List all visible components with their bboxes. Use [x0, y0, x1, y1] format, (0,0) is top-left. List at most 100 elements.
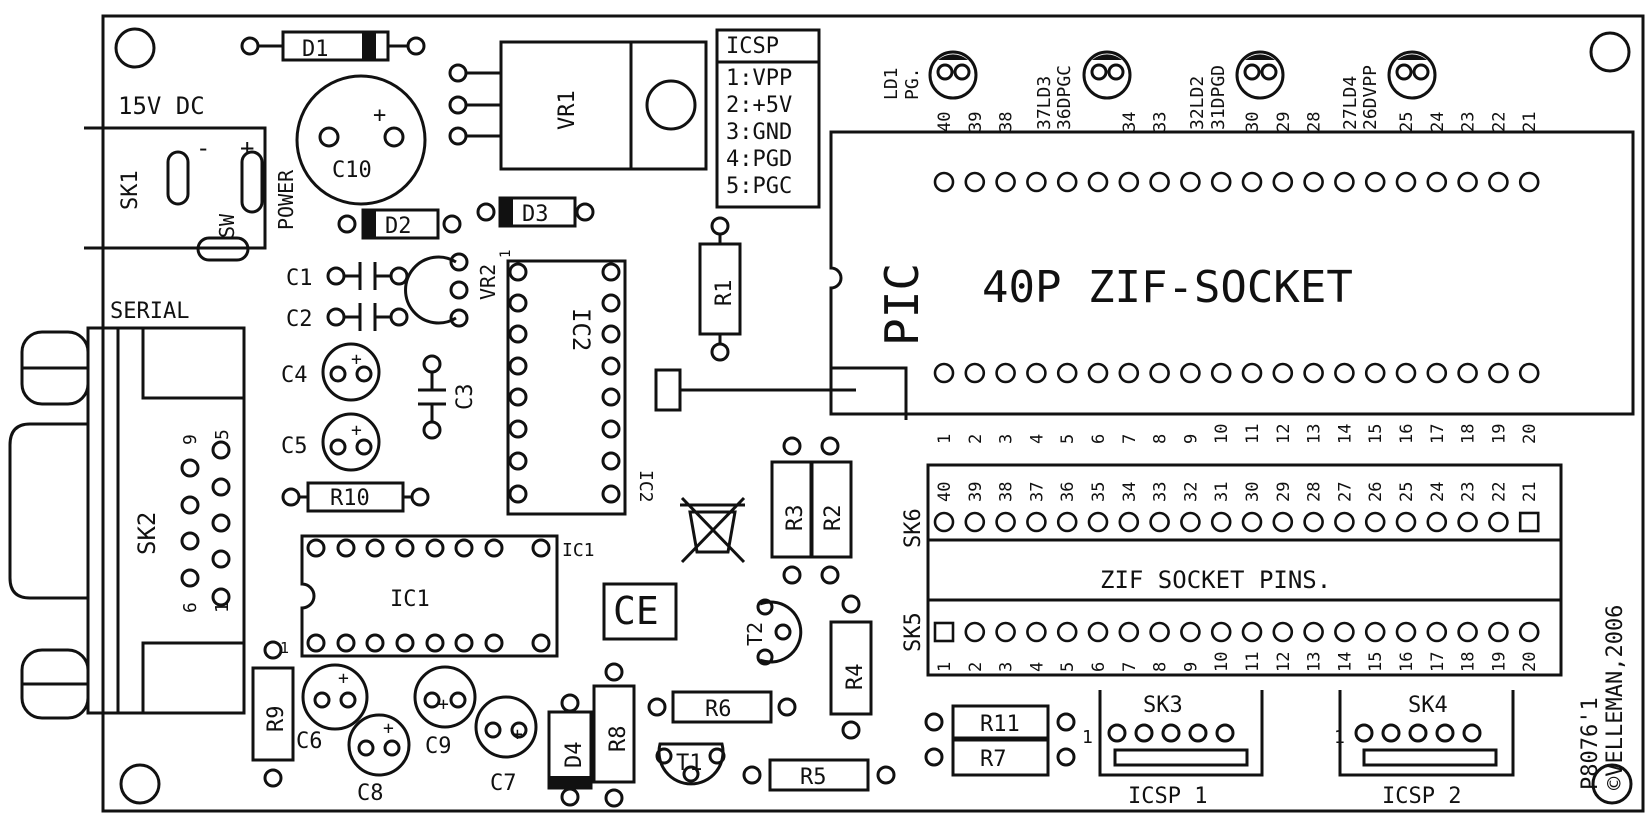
r11-resistor: [924, 704, 1076, 740]
zif-top-pad: [1241, 171, 1263, 193]
ic1-chip: [300, 534, 559, 658]
sk6-label: SK6: [901, 508, 926, 548]
zif-top-pad: [995, 171, 1016, 193]
vr2-label: VR2: [476, 264, 500, 300]
zif-top-pad: [1026, 171, 1047, 193]
sk6-pin-number: 30: [1243, 482, 1263, 502]
t2-label: T2: [743, 622, 767, 646]
c4-capacitor: [321, 342, 381, 402]
c7-label: C7: [490, 771, 517, 796]
sk6-pad: [1488, 511, 1509, 533]
serial-label: SERIAL: [110, 299, 189, 324]
zif-bottom-pin-number: 18: [1459, 424, 1479, 444]
zif-top-pad: [1056, 171, 1078, 193]
icsp-row-5: 5:PGC: [726, 174, 792, 199]
zif-top-pad: [1210, 171, 1232, 193]
zif-bottom-pad: [1457, 362, 1478, 384]
c6-capacitor: [301, 663, 369, 731]
r11-label: R11: [980, 712, 1020, 737]
sk5-pin-number: 10: [1212, 652, 1232, 672]
zif-top-pin-number: 29: [1274, 112, 1294, 132]
db9-pin1: 1: [212, 602, 233, 613]
sk5-pad: [1426, 621, 1448, 643]
zif-bottom-pin-number: 12: [1274, 424, 1294, 444]
sk4-header: [1338, 690, 1515, 777]
led-ld4: [1387, 50, 1437, 100]
c3-capacitor: [418, 354, 446, 440]
r5-resistor: [742, 758, 896, 792]
ld3-label: 37LD3: [1034, 76, 1055, 130]
r10-resistor: [281, 481, 430, 513]
sk6-pin-number: 39: [966, 482, 986, 502]
zif-bottom-pad: [1056, 362, 1078, 384]
sk5-pad: [1457, 621, 1478, 643]
d4-label: D4: [562, 742, 587, 769]
zif-top-pin-number: 24: [1428, 112, 1448, 132]
d1-label: D1: [302, 37, 329, 62]
c9-capacitor: [413, 665, 477, 729]
db9-pin6: 6: [180, 602, 201, 613]
r6-resistor: [647, 690, 797, 724]
c8-label: C8: [357, 781, 384, 806]
sk5-square-pad: [933, 621, 955, 643]
sk6-pin-number: 36: [1058, 482, 1078, 502]
sk6-square-pad: [1518, 511, 1540, 533]
zif-top-pad: [1426, 171, 1448, 193]
icsp-row-2: 2:+5V: [726, 93, 792, 118]
sk6-pad: [1334, 511, 1355, 533]
sk6-pin-number: 23: [1459, 482, 1479, 502]
sk5-pad: [1026, 621, 1047, 643]
pic-label: PIC: [875, 263, 929, 346]
d2-label: D2: [385, 214, 412, 239]
d1-band: [362, 32, 376, 60]
sk5-pin-number: 11: [1243, 652, 1263, 672]
sk6-pad: [1056, 511, 1078, 533]
zif-bottom-pin-number: 1: [935, 434, 955, 444]
ic1-label: IC1: [390, 587, 430, 612]
sk6-pads: [933, 511, 1540, 533]
r9-pin1-mark: 1: [280, 639, 289, 657]
zif-bottom-pad: [1210, 362, 1232, 384]
icsp-row-4: 4:PGD: [726, 147, 792, 172]
vr1-label: VR1: [555, 90, 580, 130]
mount-hole-br: [1591, 763, 1633, 805]
sk5-pad: [1334, 621, 1355, 643]
icsp-row-3: 3:GND: [726, 120, 792, 145]
zif-bottom-pad: [1180, 362, 1201, 384]
db9-pin5: 5: [212, 429, 233, 440]
zif-bottom-pad: [1118, 362, 1140, 384]
sk6-pin-number: 32: [1181, 482, 1201, 502]
d3-label: D3: [522, 202, 549, 227]
sk5-pin-number: 15: [1366, 652, 1386, 672]
mount-hole-tl: [114, 27, 156, 69]
zif-bottom-pad: [1518, 362, 1540, 384]
sk5-pad: [964, 621, 986, 643]
zif-top-pin-number: 25: [1397, 112, 1417, 132]
c1-label: C1: [286, 266, 313, 291]
zif-bottom-pin-number: 14: [1335, 424, 1355, 444]
sk1-power-jack: [84, 126, 267, 262]
sk5-pad: [1518, 621, 1540, 643]
sk6-pin-number: 33: [1151, 482, 1171, 502]
sk1-label: SK1: [118, 170, 143, 210]
led-ld3: [1082, 50, 1132, 100]
sk5-pin-number: 6: [1089, 662, 1109, 672]
zif-top-pin-number: 33: [1151, 112, 1171, 132]
zif-bottom-pad: [1241, 362, 1263, 384]
ce-mark-box: [602, 582, 678, 641]
sk5-pad: [1056, 621, 1078, 643]
sk6-pin-number: 22: [1489, 482, 1509, 502]
r7-label: R7: [980, 747, 1007, 772]
c3-label: C3: [453, 384, 478, 411]
sk6-pin-number: 27: [1335, 482, 1355, 502]
dpgc-label: 36DPGC: [1054, 65, 1075, 130]
zif-top-pin-number: 21: [1520, 112, 1540, 132]
t2-transistor: [756, 598, 803, 666]
sk5-pads: [933, 621, 1540, 643]
sk6-pad: [1180, 511, 1201, 533]
led-ld2: [1235, 50, 1285, 100]
zif-bottom-pin-number: 13: [1305, 424, 1325, 444]
sk6-pad: [1241, 511, 1263, 533]
sk5-pad: [1303, 621, 1324, 643]
sk5-pad: [1118, 621, 1140, 643]
